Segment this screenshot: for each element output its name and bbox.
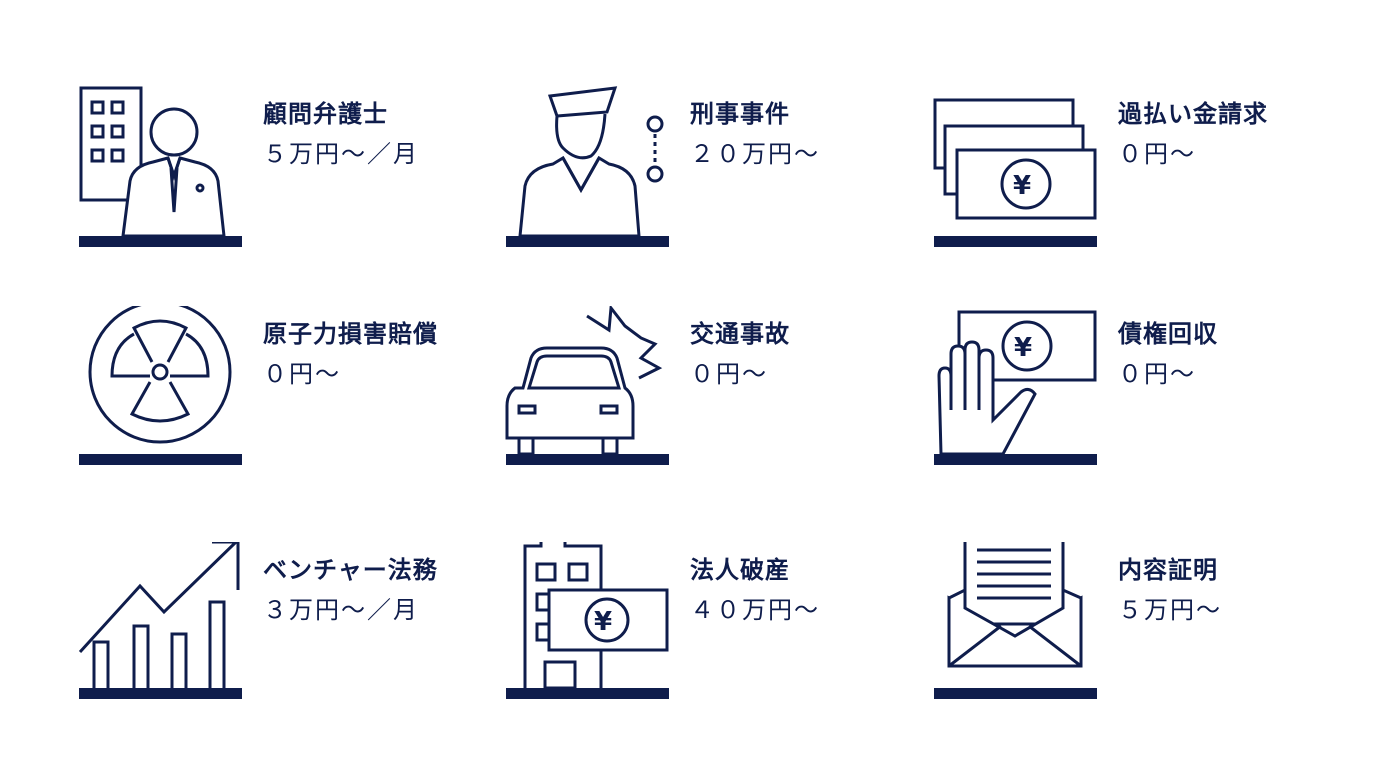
service-card-lawyer[interactable]: 顧問弁護士 ５万円～／月 — [78, 86, 498, 266]
service-price: ５万円～ — [1118, 596, 1222, 624]
service-price: ３万円～／月 — [263, 596, 419, 624]
service-title: 過払い金請求 — [1118, 100, 1268, 128]
radiation-icon — [78, 306, 258, 486]
service-card-overpayment[interactable]: ¥ 過払い金請求 ０円～ — [933, 86, 1353, 266]
service-price: ４０万円～ — [690, 596, 820, 624]
service-card-traffic[interactable]: 交通事故 ０円～ — [505, 306, 925, 486]
service-card-bankruptcy[interactable]: ¥ 法人破産 ４０万円～ — [505, 542, 925, 722]
growth-chart-icon — [78, 542, 258, 722]
letter-envelope-icon — [933, 542, 1113, 722]
service-title: 顧問弁護士 — [263, 100, 388, 128]
service-title: ベンチャー法務 — [263, 556, 438, 584]
service-title: 法人破産 — [690, 556, 790, 584]
service-card-nuclear[interactable]: 原子力損害賠償 ０円～ — [78, 306, 498, 486]
service-title: 刑事事件 — [690, 100, 790, 128]
yen-symbol: ¥ — [1013, 171, 1031, 201]
car-crash-icon — [505, 306, 685, 486]
yen-symbol: ¥ — [1014, 333, 1032, 363]
service-title: 原子力損害賠償 — [263, 320, 438, 348]
service-card-criminal[interactable]: 刑事事件 ２０万円～ — [505, 86, 925, 266]
service-price: ２０万円～ — [690, 140, 820, 168]
service-card-debt-collection[interactable]: ¥ 債権回収 ０円～ — [933, 306, 1353, 486]
hand-banknote-icon: ¥ — [933, 306, 1113, 486]
service-card-certified-mail[interactable]: 内容証明 ５万円～ — [933, 542, 1353, 722]
service-price: ０円～ — [263, 360, 341, 388]
building-yen-icon: ¥ — [505, 542, 685, 722]
service-price: ０円～ — [1118, 360, 1196, 388]
police-officer-handcuffs-icon — [505, 86, 685, 266]
service-price: ０円～ — [1118, 140, 1196, 168]
service-title: 債権回収 — [1118, 320, 1218, 348]
service-price: ５万円～／月 — [263, 140, 419, 168]
yen-symbol: ¥ — [594, 607, 612, 637]
service-title: 内容証明 — [1118, 556, 1218, 584]
lawyer-office-icon — [78, 86, 258, 266]
service-price: ０円～ — [690, 360, 768, 388]
service-card-venture[interactable]: ベンチャー法務 ３万円～／月 — [78, 542, 498, 722]
yen-banknotes-icon: ¥ — [933, 86, 1113, 266]
service-title: 交通事故 — [690, 320, 790, 348]
